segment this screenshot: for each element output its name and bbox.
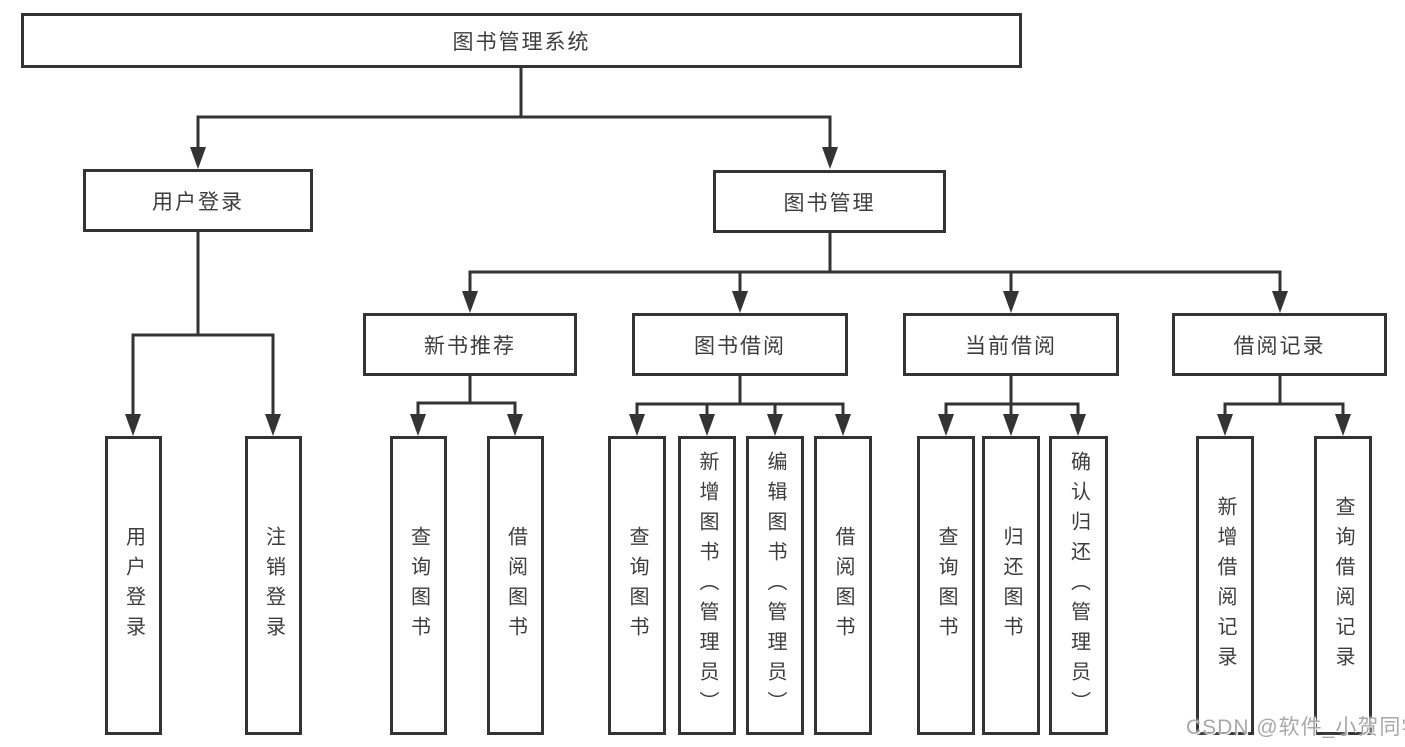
connector-new-book-recommend-children	[410, 376, 523, 436]
leaf-query-books-recommend: 查询图书	[390, 436, 447, 735]
leaf-query-books-current: 查询图书	[917, 436, 975, 735]
node-current-borrow: 当前借阅	[903, 313, 1119, 376]
connector-book-management-children	[462, 233, 1288, 313]
node-library-management-system: 图书管理系统	[21, 13, 1022, 68]
connector-user-login-children	[125, 232, 281, 436]
connector-root-to-level2	[190, 68, 838, 169]
leaf-borrow-books-recommend: 借阅图书	[487, 436, 544, 735]
leaf-confirm-return-admin: 确认归还（管理员）	[1049, 436, 1108, 735]
leaf-edit-book-admin: 编辑图书（管理员）	[746, 436, 804, 735]
node-new-book-recommend: 新书推荐	[363, 313, 577, 376]
leaf-add-book-admin: 新增图书（管理员）	[678, 436, 736, 735]
connector-book-borrow-children	[629, 376, 851, 436]
connector-borrow-records-children	[1217, 376, 1351, 436]
leaf-query-borrow-record: 查询借阅记录	[1314, 436, 1372, 735]
leaf-user-login: 用户登录	[105, 436, 162, 735]
leaf-borrow-books: 借阅图书	[814, 436, 872, 735]
leaf-query-books-borrow: 查询图书	[608, 436, 666, 735]
node-user-login: 用户登录	[83, 169, 313, 232]
connector-current-borrow-children	[938, 376, 1086, 436]
leaf-return-book: 归还图书	[982, 436, 1040, 735]
leaf-add-borrow-record: 新增借阅记录	[1196, 436, 1254, 735]
node-borrow-records: 借阅记录	[1172, 313, 1387, 376]
leaf-logout: 注销登录	[245, 436, 302, 735]
node-book-borrow: 图书借阅	[632, 313, 848, 376]
csdn-watermark: CSDN @软件_小贺同学	[1186, 716, 1405, 739]
node-book-management: 图书管理	[713, 170, 946, 233]
